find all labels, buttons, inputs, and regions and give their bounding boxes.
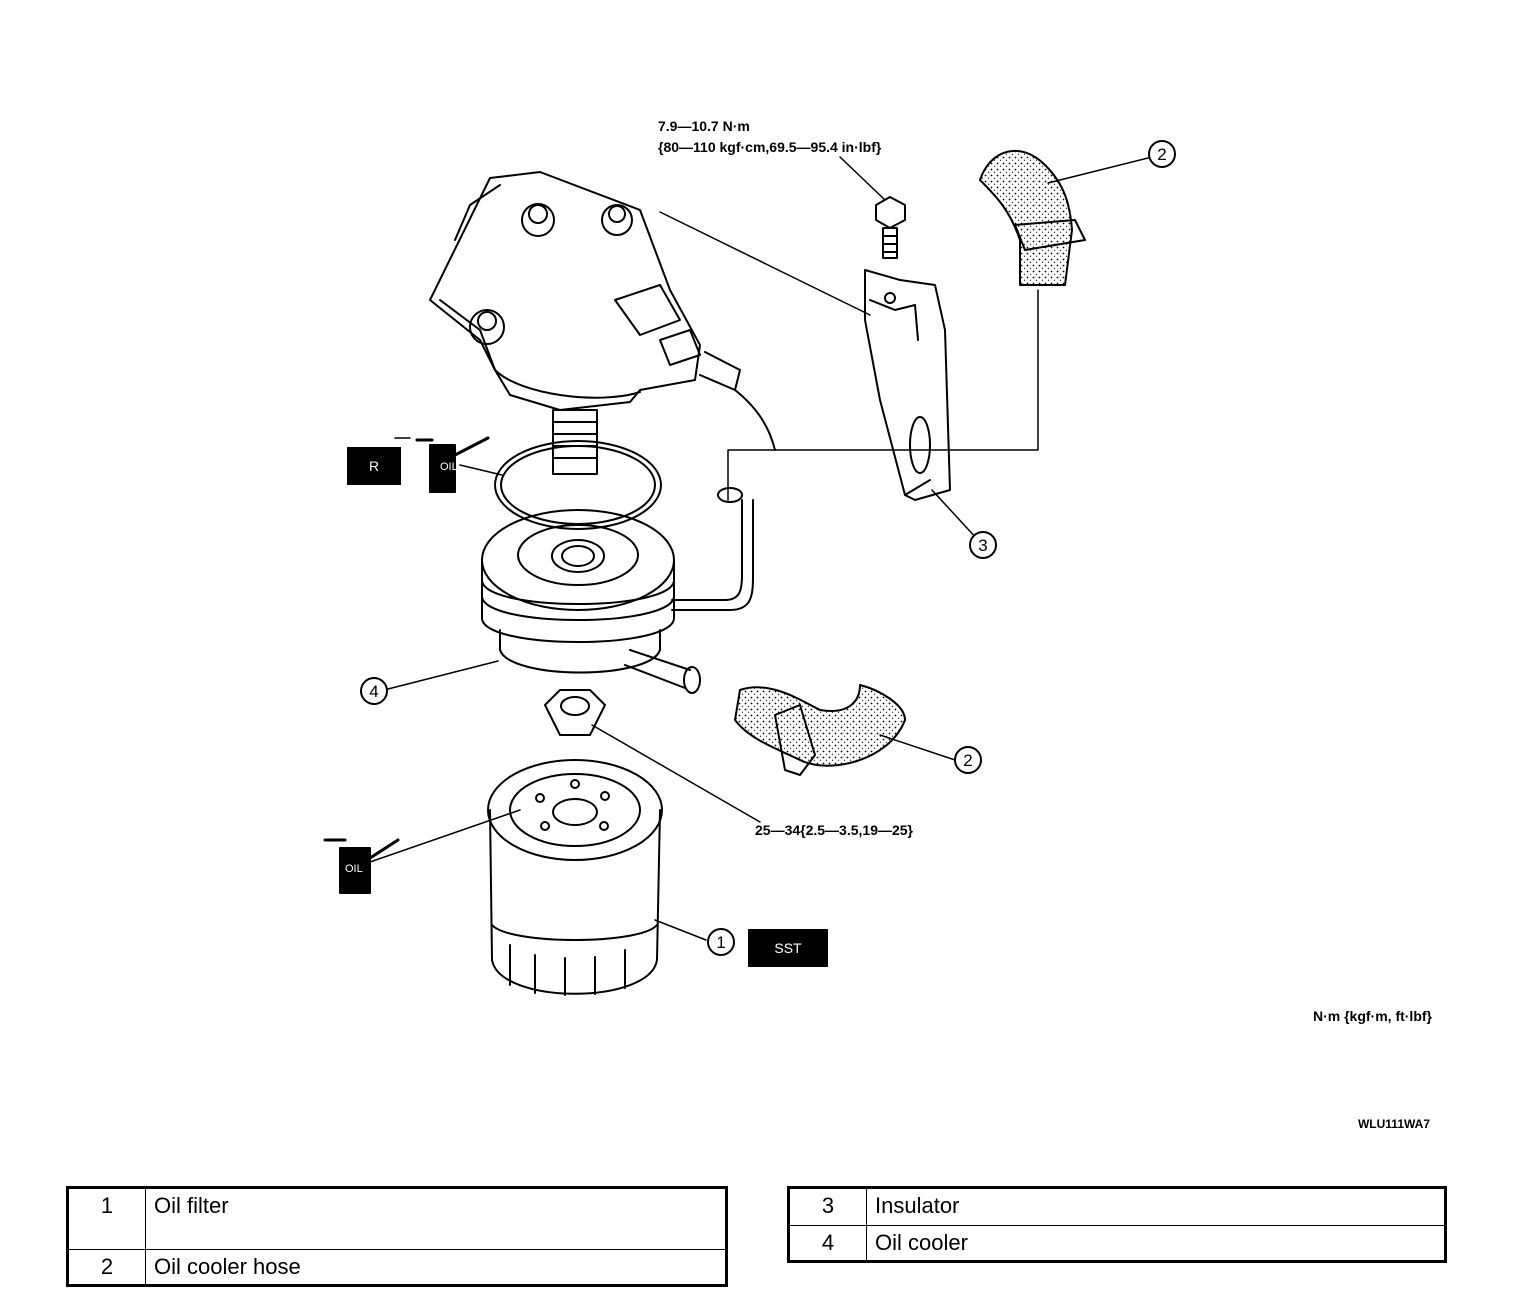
callout-2-top: 2: [1157, 145, 1166, 164]
callout-circle-3: [969, 531, 997, 559]
replace-badge: R: [369, 458, 379, 474]
callout-circle-2-top: [1148, 140, 1176, 168]
legend-row: 3 Insulator: [788, 1187, 1446, 1226]
callout-circle-4: [360, 677, 388, 705]
parts-legend-right: 3 Insulator 4 Oil cooler: [787, 1186, 1447, 1263]
bolt-torque-line2: {80—110 kgf·cm,69.5—95.4 in·lbf}: [658, 139, 882, 155]
callout-1: 1: [716, 933, 725, 952]
legend-row: 1 Oil filter: [67, 1187, 727, 1250]
legend-row: 2 Oil cooler hose: [67, 1249, 727, 1286]
sst-badge: SST: [774, 940, 802, 956]
oil-cooler-hose-lower: [734, 684, 906, 776]
insulator-bracket: [864, 269, 951, 501]
legend-part-name: Oil filter: [145, 1187, 727, 1250]
legend-number: 2: [67, 1249, 146, 1286]
legend-part-name: Insulator: [866, 1187, 1446, 1226]
oil-label: OIL: [345, 863, 363, 875]
callout-2-bottom: 2: [963, 751, 972, 770]
legend-row: 4 Oil cooler: [788, 1225, 1446, 1262]
oil-filter-housing: [429, 171, 776, 475]
legend-part-name: Oil cooler: [866, 1225, 1446, 1262]
oil-cooler-hose-upper: [979, 149, 1086, 286]
oil-cooler: [481, 487, 754, 694]
bolt: [875, 196, 906, 259]
oil-cooler-exploded-diagram: 1 2 2 3 4 R SST OIL OIL 7.9—10.7 N·m {80…: [323, 118, 1433, 1131]
replace-badge-box: [347, 447, 401, 485]
oil-label: OIL: [440, 461, 458, 473]
callout-circle-1: [707, 928, 735, 956]
bolt-torque-line1: 7.9—10.7 N·m: [658, 118, 750, 134]
legend-part-name: Oil cooler hose: [145, 1249, 727, 1286]
figure-code: WLU111WA7: [1358, 1117, 1430, 1131]
unit-note: N·m {kgf·m, ft·lbf}: [1313, 1008, 1433, 1024]
oil-can-icon: [415, 436, 490, 493]
legend-number: 3: [788, 1187, 867, 1226]
nut-torque: 25—34{2.5—3.5,19—25}: [755, 822, 914, 838]
legend-number: 1: [67, 1187, 146, 1250]
oil-can-icon: [323, 838, 400, 894]
callout-3: 3: [978, 536, 987, 555]
legend-number: 4: [788, 1225, 867, 1262]
sst-badge-box: [748, 929, 828, 967]
parts-legend-left: 1 Oil filter 2 Oil cooler hose: [66, 1186, 728, 1287]
callout-4: 4: [369, 682, 378, 701]
callout-circle-2-bottom: [954, 746, 982, 774]
hex-nut: [544, 689, 606, 736]
o-ring: [494, 440, 662, 530]
oil-filter: [487, 759, 663, 996]
